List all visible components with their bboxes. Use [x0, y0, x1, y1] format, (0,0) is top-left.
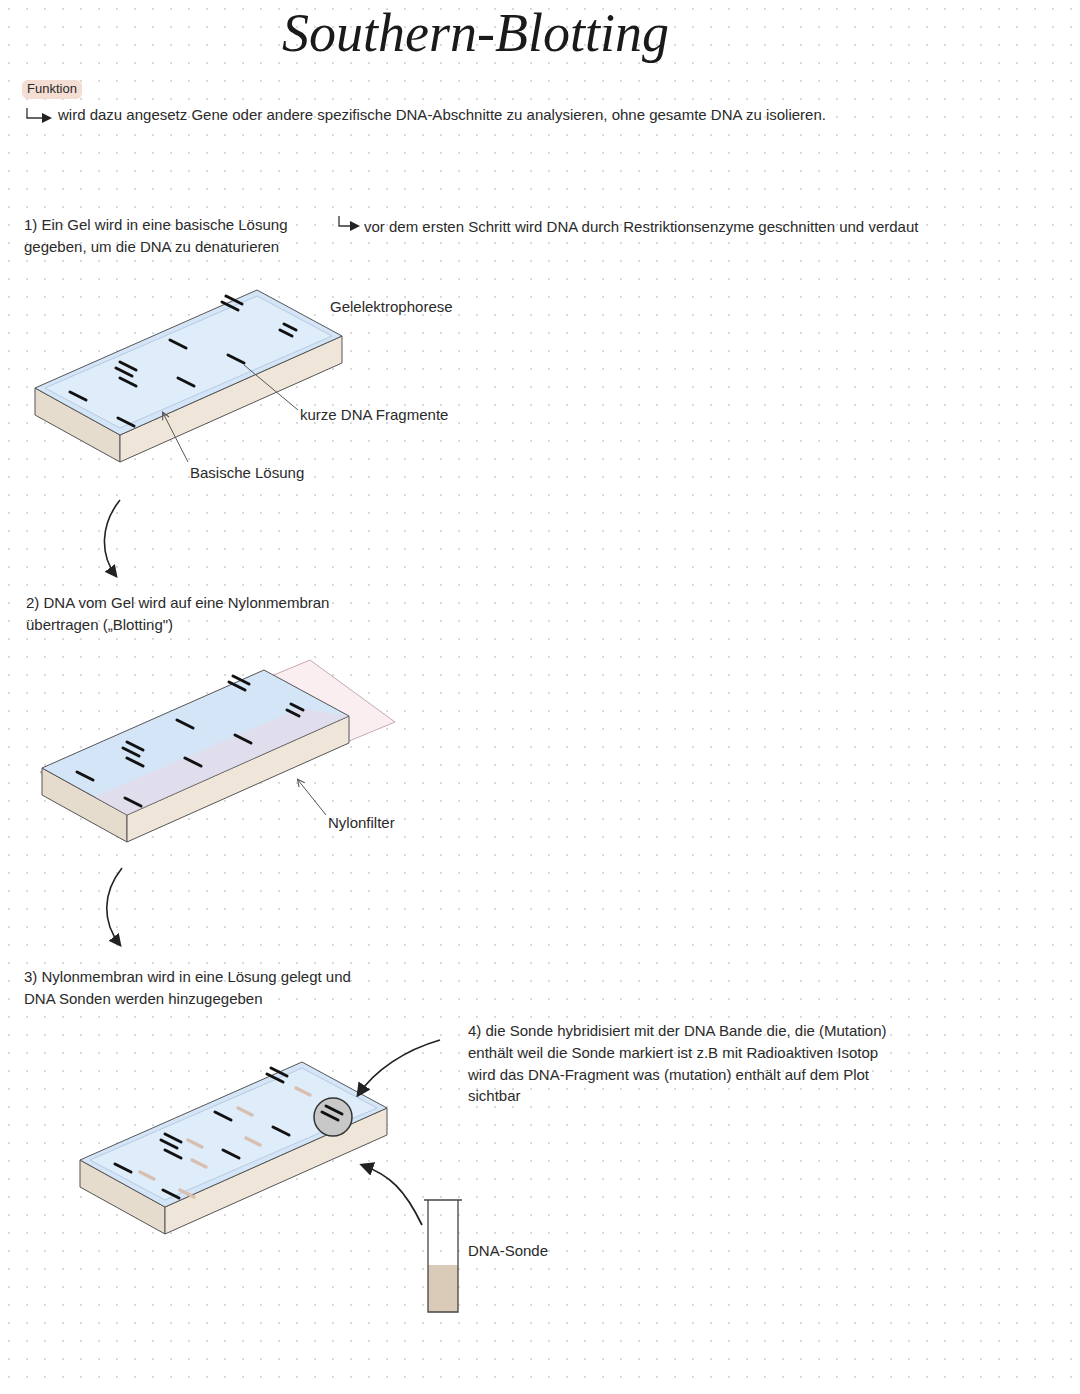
- title: Southern-Blotting: [282, 4, 669, 63]
- hook-arrow: [27, 108, 50, 118]
- leader-line: [298, 780, 326, 815]
- step-text: 4) die Sonde hybridisiert mit der DNA Ba…: [468, 1020, 888, 1107]
- step-text: 1) Ein Gel wird in eine basische Lösung …: [24, 214, 314, 258]
- section-tag: Funktion: [22, 80, 82, 99]
- hook-arrow: [339, 216, 358, 226]
- probe-bands: [140, 1088, 310, 1197]
- dna-bands: [77, 676, 303, 806]
- gel-tray: [80, 1062, 387, 1234]
- step-arrow: [107, 868, 122, 945]
- step-text: 3) Nylonmembran wird in eine Lösung gele…: [24, 966, 374, 1010]
- gel-tray: [35, 290, 342, 462]
- test-tube: [424, 1200, 462, 1312]
- dna-bands: [70, 296, 296, 426]
- function-text: wird dazu angesetz Gene oder andere spez…: [58, 104, 938, 126]
- part-label: DNA-Sonde: [468, 1240, 548, 1262]
- leader-line: [163, 413, 188, 462]
- dna-bands: [115, 1068, 289, 1198]
- leader-line: [244, 365, 298, 410]
- pointer-arrow: [362, 1165, 422, 1225]
- highlight-circle: [314, 1098, 352, 1136]
- step-arrow: [104, 500, 120, 576]
- part-label: Basische Lösung: [190, 462, 304, 484]
- step-text: 2) DNA vom Gel wird auf eine Nylonmembra…: [26, 592, 346, 636]
- pointer-arrow: [358, 1040, 440, 1095]
- part-label: kurze DNA Fragmente: [300, 404, 448, 426]
- note-text: vor dem ersten Schritt wird DNA durch Re…: [364, 216, 1054, 238]
- part-label: Nylonfilter: [328, 812, 395, 834]
- part-label: Gelelektrophorese: [330, 296, 453, 318]
- gel-tray: [40, 660, 395, 842]
